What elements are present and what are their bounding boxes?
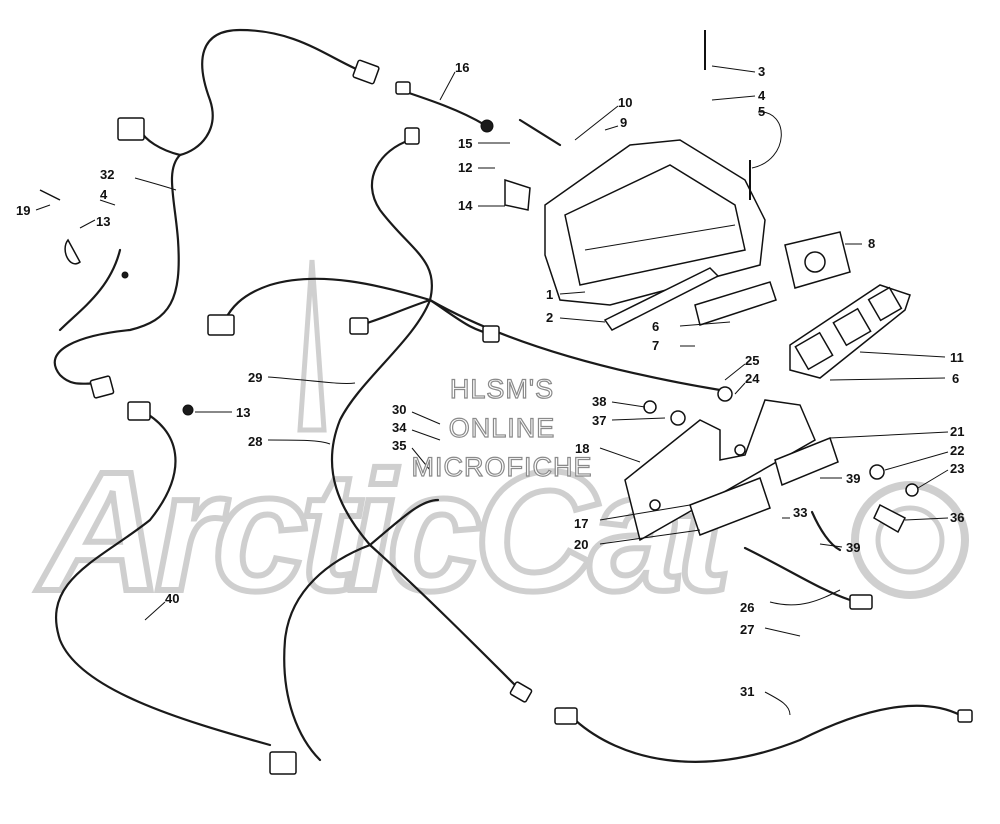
callout-29: 29	[248, 370, 262, 385]
callout-30: 30	[392, 402, 406, 417]
callout-13a: 13	[96, 214, 110, 229]
callout-28: 28	[248, 434, 262, 449]
callout-8: 8	[868, 236, 875, 251]
callout-2: 2	[546, 310, 553, 325]
callout-17: 17	[574, 516, 588, 531]
callout-20: 20	[574, 537, 588, 552]
callout-25: 25	[745, 353, 759, 368]
callout-9: 9	[620, 115, 627, 130]
callout-6b: 6	[952, 371, 959, 386]
callout-34: 34	[392, 420, 407, 435]
callout-24: 24	[745, 371, 760, 386]
callout-1: 1	[546, 287, 553, 302]
callout-15: 15	[458, 136, 472, 151]
arctic-cat-logo-watermark: ArcticCat	[33, 259, 969, 630]
callout-12: 12	[458, 160, 472, 175]
callout-11: 11	[950, 350, 964, 365]
harness-28	[54, 127, 722, 775]
callout-3: 3	[758, 64, 765, 79]
callout-32: 32	[100, 167, 114, 182]
callout-35: 35	[392, 438, 406, 453]
callout-36: 36	[950, 510, 964, 525]
harness-31	[554, 704, 973, 763]
callout-39a: 39	[846, 471, 860, 486]
callout-26: 26	[740, 600, 754, 615]
callout-4: 4	[758, 88, 766, 103]
lead-16	[395, 81, 494, 133]
callout-labels: 1 2 3 4 5 6 6 7 8 9 10 11 12 13 13 14 15	[16, 60, 964, 716]
switch-panel	[624, 386, 919, 610]
callout-10: 10	[618, 95, 632, 110]
callout-33: 33	[793, 505, 807, 520]
callout-38: 38	[592, 394, 606, 409]
callout-14: 14	[458, 198, 473, 213]
callout-39b: 39	[846, 540, 860, 555]
callout-37: 37	[592, 413, 606, 428]
left-bracket-parts	[39, 189, 129, 279]
instrument-housing	[504, 30, 911, 379]
callout-16: 16	[455, 60, 469, 75]
watermark-line-1: HLSM'S	[449, 374, 555, 404]
callout-22: 22	[950, 443, 964, 458]
main-harness-32	[53, 28, 380, 399]
watermark-line-3: MICROFICHE	[411, 452, 593, 482]
svg-text:ArcticCat: ArcticCat	[36, 437, 738, 627]
callout-4b: 4	[100, 187, 108, 202]
callout-23: 23	[950, 461, 964, 476]
watermark-line-2: ONLINE	[448, 413, 556, 443]
callout-40: 40	[165, 591, 179, 606]
callout-5: 5	[758, 104, 765, 119]
callout-27: 27	[740, 622, 754, 637]
callout-19: 19	[16, 203, 30, 218]
callout-7: 7	[652, 338, 659, 353]
callout-6a: 6	[652, 319, 659, 334]
callout-13b: 13	[236, 405, 250, 420]
callout-18: 18	[575, 441, 589, 456]
callout-31: 31	[740, 684, 754, 699]
callout-21: 21	[950, 424, 964, 439]
